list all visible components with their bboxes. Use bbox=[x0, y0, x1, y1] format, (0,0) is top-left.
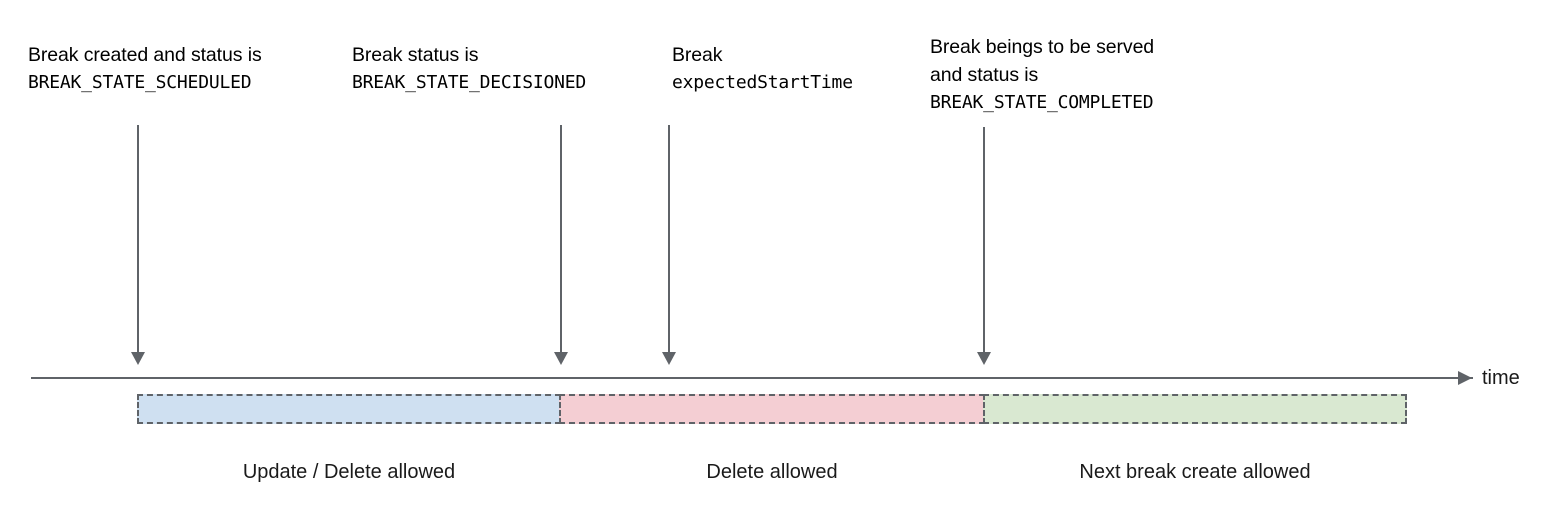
event-label-prose: Break status is bbox=[352, 44, 479, 66]
phase-caption-next-break: Next break create allowed bbox=[1079, 461, 1311, 483]
event-label-code: expectedStartTime bbox=[672, 72, 853, 93]
arrow-down-icon-expected-start-time bbox=[662, 125, 676, 365]
arrow-down-icon-decisioned bbox=[554, 125, 568, 365]
event-label-decisioned: Break status is BREAK_STATE_DECISIONED bbox=[352, 41, 586, 97]
arrow-stem bbox=[137, 125, 139, 353]
arrow-head bbox=[131, 352, 145, 365]
phase-bar-next-break bbox=[983, 394, 1407, 424]
event-label-code: BREAK_STATE_DECISIONED bbox=[352, 72, 587, 93]
event-label-code: BREAK_STATE_SCHEDULED bbox=[28, 72, 252, 93]
event-label-prose: Break bbox=[672, 44, 723, 66]
arrow-head bbox=[977, 352, 991, 365]
phase-caption-delete-only: Delete allowed bbox=[706, 461, 838, 483]
event-label-prose-second: and status is bbox=[930, 64, 1039, 86]
arrow-stem bbox=[560, 125, 562, 353]
phase-caption-update-delete: Update / Delete allowed bbox=[242, 461, 456, 483]
time-axis-label: time bbox=[1482, 367, 1520, 389]
time-axis-line bbox=[31, 377, 1473, 379]
arrow-stem bbox=[983, 127, 985, 353]
event-label-code: BREAK_STATE_COMPLETED bbox=[930, 92, 1154, 113]
arrow-head bbox=[662, 352, 676, 365]
event-label-prose: Break beings to be served bbox=[930, 36, 1155, 58]
phase-bar-delete-only bbox=[559, 394, 985, 424]
event-label-scheduled: Break created and status is BREAK_STATE_… bbox=[28, 41, 262, 97]
event-label-completed: Break beings to be served and status is … bbox=[930, 33, 1154, 117]
arrow-head bbox=[554, 352, 568, 365]
event-label-expected-start-time: Break expectedStartTime bbox=[672, 41, 853, 97]
arrow-down-icon-scheduled bbox=[131, 125, 145, 365]
arrow-down-icon-completed bbox=[977, 127, 991, 365]
arrow-right-icon bbox=[1458, 371, 1472, 385]
event-label-prose: Break created and status is bbox=[28, 44, 262, 66]
arrow-stem bbox=[668, 125, 670, 353]
phase-bar-update-delete bbox=[137, 394, 561, 424]
